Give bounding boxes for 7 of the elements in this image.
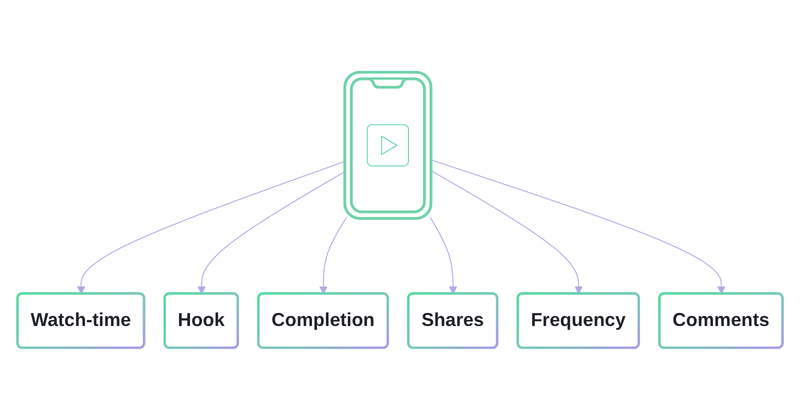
arrow [431,160,726,294]
arrow [319,216,347,294]
arrow [430,216,458,294]
node-phone [343,70,432,220]
arrow [431,170,583,294]
arrow [197,170,346,294]
arrow [77,160,346,294]
